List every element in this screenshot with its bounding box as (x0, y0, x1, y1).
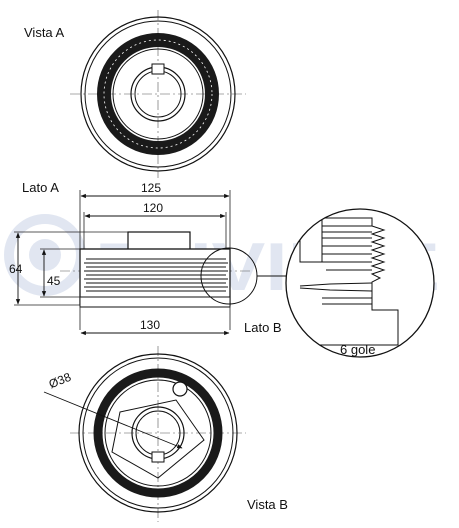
watermark-logo-core (29, 239, 61, 271)
side-view-drawing (14, 190, 250, 330)
dimension-125: 125 (141, 181, 161, 195)
view-a-drawing (70, 10, 246, 178)
dimension-120: 120 (143, 201, 163, 215)
dimension-64: 64 (9, 262, 23, 276)
dimension-130: 130 (140, 318, 160, 332)
view-a-bore (130, 66, 186, 122)
bore-diameter-dimension: Ø38 (47, 370, 74, 392)
dimension-lines (15, 193, 230, 336)
dimension-45: 45 (47, 274, 61, 288)
view-a-label: Vista A (24, 25, 65, 40)
side-a-label: Lato A (22, 180, 59, 195)
view-a-keyway (151, 63, 165, 75)
grooves-count-label: 6 gole (340, 342, 375, 357)
side-b-label: Lato B (244, 320, 282, 335)
view-b-keyway (151, 451, 165, 463)
view-b-drawing (43, 346, 246, 522)
view-b-timing-hole (172, 381, 188, 397)
view-b-label: Vista B (247, 497, 288, 512)
side-view-grooves (84, 258, 228, 292)
groove-detail (285, 208, 435, 358)
view-b-belt-ring (93, 368, 223, 498)
